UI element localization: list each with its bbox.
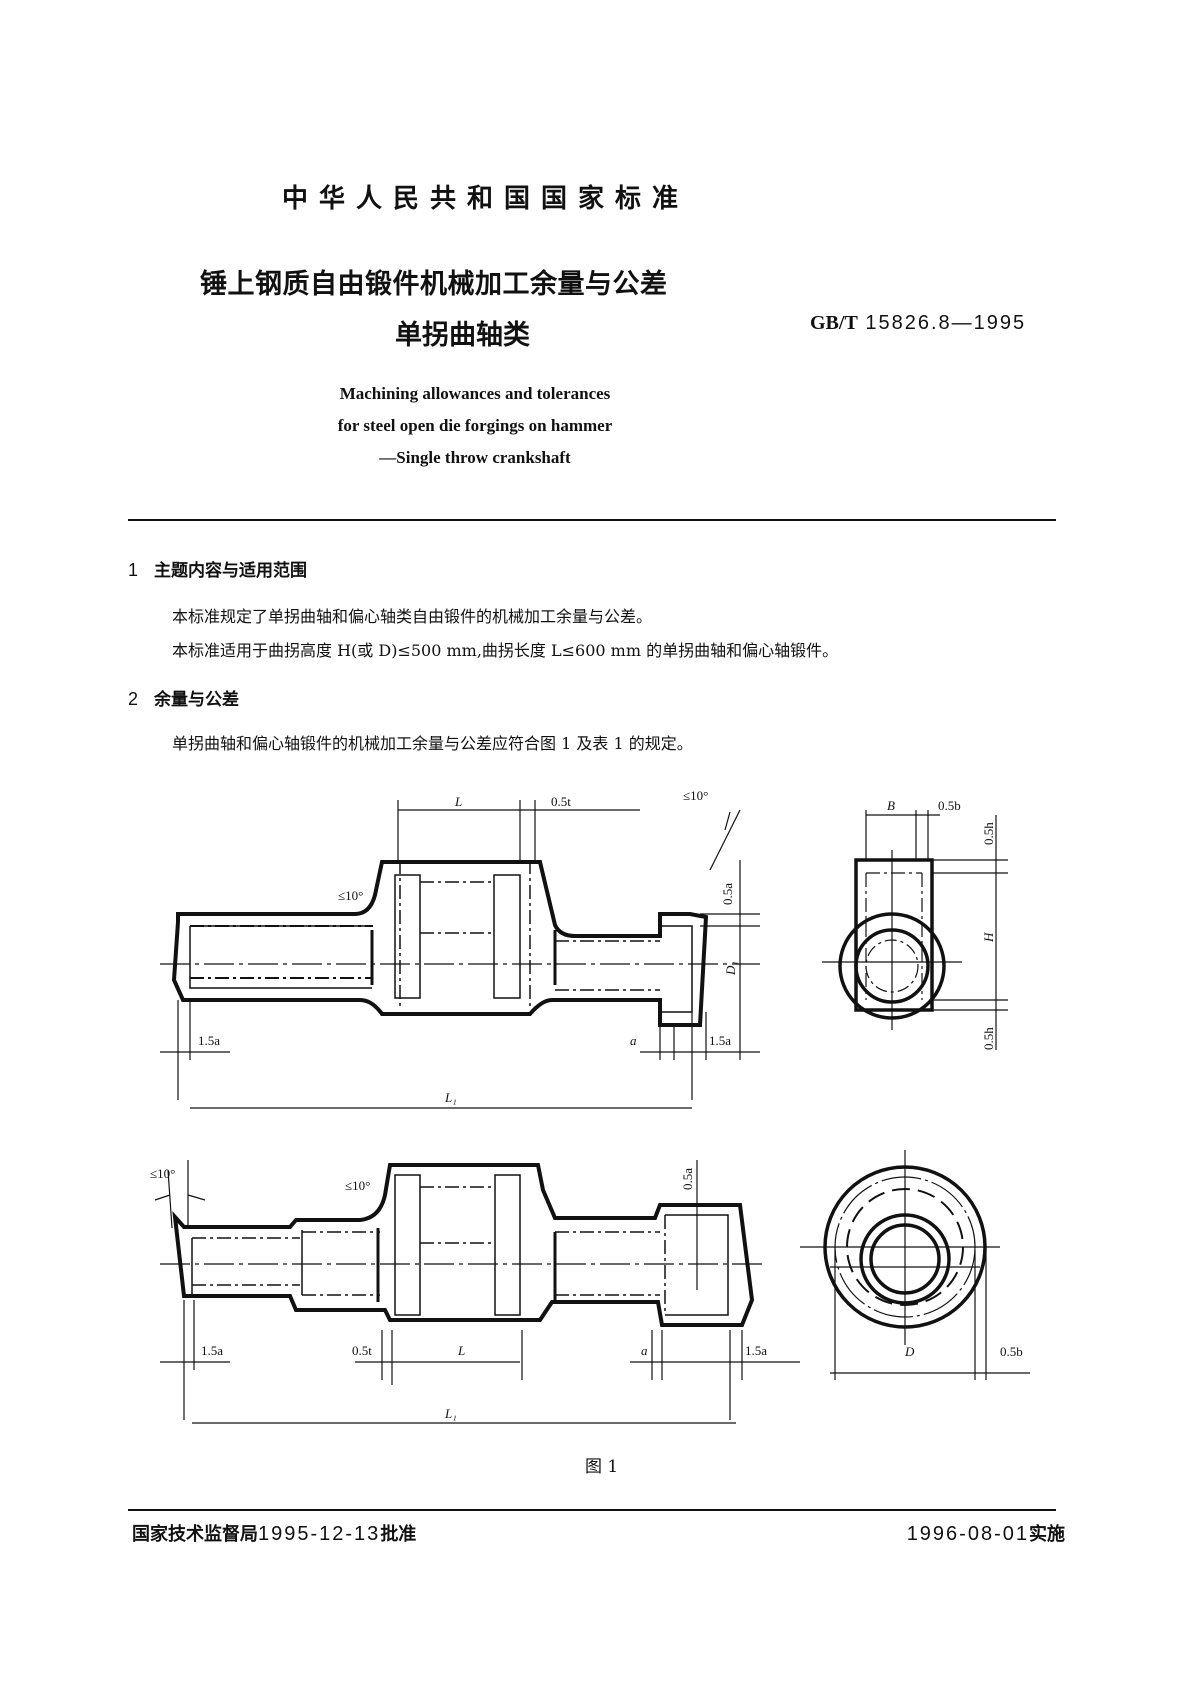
label-a-bottom: a bbox=[641, 1343, 648, 1358]
standard-code: 15826.8—1995 bbox=[865, 312, 1027, 334]
title-en-line-1: Machining allowances and tolerances bbox=[339, 384, 611, 403]
standard-number: GB/T 15826.8—1995 bbox=[810, 312, 1026, 335]
label-angle-fillet-bottom: ≤10° bbox=[345, 1178, 370, 1193]
standard-prefix: GB/T bbox=[810, 312, 858, 334]
label-angle-right-top: ≤10° bbox=[683, 788, 708, 803]
section-2-heading: 2 余量与公差 bbox=[128, 685, 239, 710]
figure-caption: 图 1 bbox=[585, 1457, 619, 1477]
top-side-view bbox=[822, 810, 1008, 1050]
label-left-allowance-bottom: 1.5a bbox=[201, 1343, 223, 1358]
document-subtitle-zh: 单拐曲轴类 bbox=[395, 320, 530, 351]
label-L1-top: L₁ bbox=[444, 1090, 457, 1105]
section-1-paragraph-1: 本标准规定了单拐曲轴和偏心轴类自由锻件的机械加工余量与公差。 bbox=[172, 607, 653, 626]
effective-info: 1996-08-01实施 bbox=[907, 1520, 1065, 1546]
national-standard-heading: 中华人民共和国国家标准 bbox=[282, 184, 690, 214]
section-1-number: 1 bbox=[128, 560, 139, 580]
label-right-allowance-bottom: 1.5a bbox=[745, 1343, 767, 1358]
label-left-allowance-top: 1.5a bbox=[198, 1033, 220, 1048]
label-half-a-bottom: 0.5a bbox=[680, 1168, 695, 1190]
label-half-b-bottom: 0.5b bbox=[1000, 1344, 1023, 1359]
label-half-h-bottom: 0.5h bbox=[981, 1027, 996, 1050]
section-2-paragraph-1: 单拐曲轴和偏心轴锻件的机械加工余量与公差应符合图 1 及表 1 的规定。 bbox=[172, 734, 693, 753]
label-half-t-top: 0.5t bbox=[551, 794, 571, 809]
title-en-line-2: for steel open die forgings on hammer bbox=[337, 416, 613, 435]
document-title-zh: 锤上钢质自由锻件机械加工余量与公差 bbox=[200, 269, 668, 300]
label-a-top: a bbox=[630, 1033, 637, 1048]
label-right-allowance-top: 1.5a bbox=[709, 1033, 731, 1048]
section-1-title: 主题内容与适用范围 bbox=[154, 561, 308, 581]
document-title-en: Machining allowances and tolerances for … bbox=[290, 378, 660, 474]
label-half-h-top: 0.5h bbox=[981, 822, 996, 845]
issuer: 国家技术监督局 bbox=[132, 1524, 258, 1545]
label-angle-fillet-top: ≤10° bbox=[338, 888, 363, 903]
label-H: H bbox=[981, 932, 996, 943]
label-L1-bottom: L₁ bbox=[444, 1406, 457, 1421]
approval-info: 国家技术监督局1995-12-13批准 bbox=[132, 1520, 416, 1546]
effective-suffix: 实施 bbox=[1029, 1524, 1065, 1545]
label-D1: D₁ bbox=[723, 961, 738, 976]
bottom-front-view bbox=[154, 1160, 800, 1424]
label-D: D bbox=[904, 1344, 915, 1359]
bottom-side-view bbox=[800, 1150, 1030, 1380]
section-1-paragraph-2: 本标准适用于曲拐高度 H(或 D)≤500 mm,曲拐长度 L≤600 mm 的… bbox=[172, 641, 839, 660]
approval-suffix: 批准 bbox=[380, 1524, 417, 1545]
section-2-number: 2 bbox=[128, 689, 139, 709]
header-divider bbox=[128, 519, 1056, 521]
label-L-top: L bbox=[454, 794, 462, 809]
section-1-heading: 1 主题内容与适用范围 bbox=[128, 556, 307, 581]
label-half-b-top: 0.5b bbox=[938, 798, 961, 813]
title-en-line-3: —Single throw crankshaft bbox=[379, 448, 571, 467]
label-half-a-top: 0.5a bbox=[720, 883, 735, 905]
label-angle-left-bottom: ≤10° bbox=[150, 1166, 175, 1181]
label-B: B bbox=[887, 798, 895, 813]
label-half-t-bottom: 0.5t bbox=[352, 1343, 372, 1358]
top-front-view bbox=[160, 800, 760, 1109]
approval-date: 1995-12-13 bbox=[258, 1523, 381, 1545]
section-2-title: 余量与公差 bbox=[154, 690, 240, 710]
effective-date: 1996-08-01 bbox=[906, 1523, 1029, 1545]
label-L-bottom: L bbox=[457, 1343, 465, 1358]
footer-divider bbox=[128, 1509, 1056, 1511]
